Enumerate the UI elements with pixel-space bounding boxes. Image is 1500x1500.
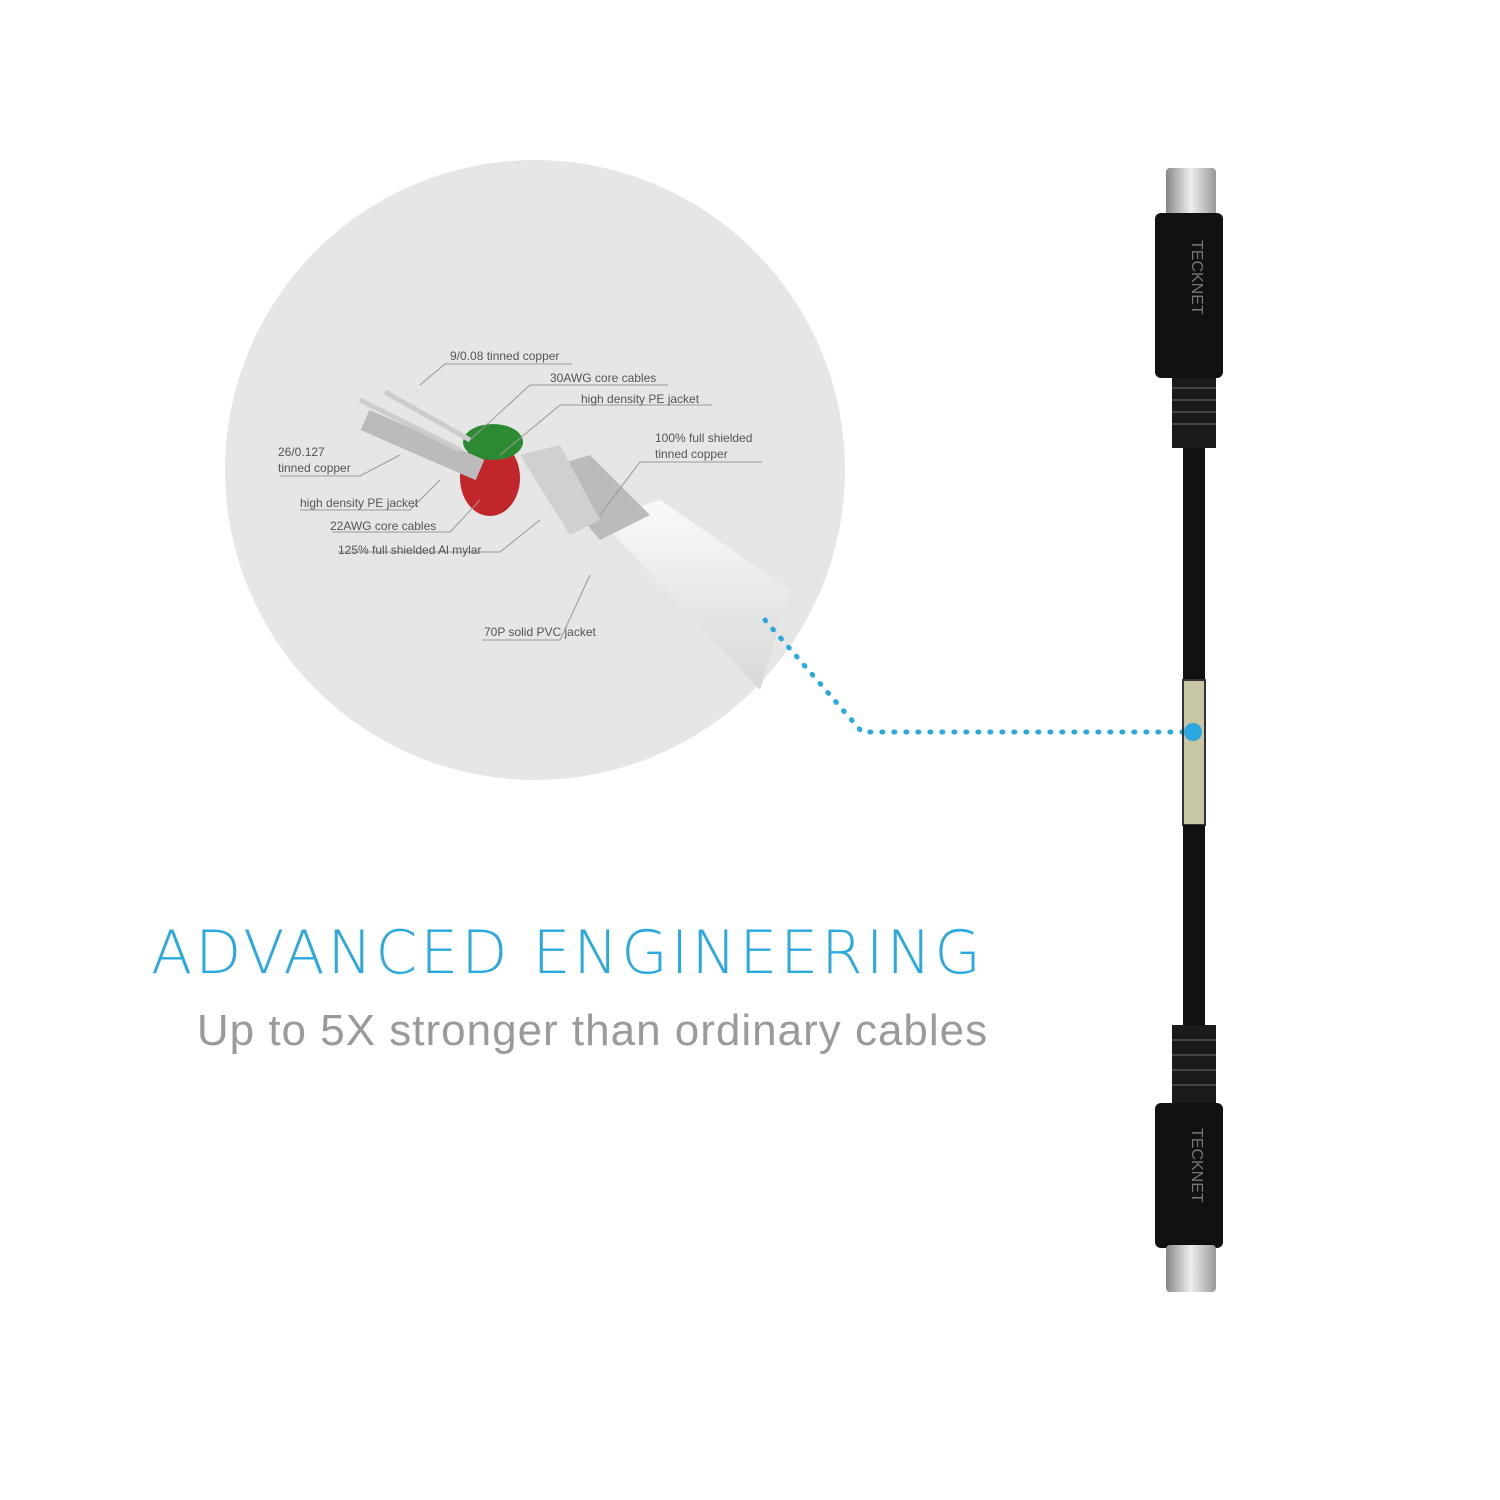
- label-shield-copper-2: tinned copper: [655, 447, 728, 461]
- callout-labels: 9/0.08 tinned copper 30AWG core cables h…: [278, 349, 752, 639]
- label-strand-thick-1: 26/0.127: [278, 445, 325, 459]
- label-mylar: 125% full shielded Al mylar: [338, 543, 481, 557]
- subheadline: Up to 5X stronger than ordinary cables: [196, 1006, 989, 1055]
- label-core-30awg: 30AWG core cables: [550, 371, 656, 385]
- headline: ADVANCED ENGINEERING: [151, 918, 984, 988]
- brand-logo-top: TECKNET: [1188, 240, 1205, 315]
- label-strand-thin: 9/0.08 tinned copper: [450, 349, 559, 363]
- connector-dot: [1184, 723, 1202, 741]
- label-strand-thick-2: tinned copper: [278, 461, 351, 475]
- dotted-connector-line: [762, 617, 1191, 735]
- cable-cutaway-illustration: [358, 389, 790, 690]
- brand-logo-bottom: TECKNET: [1188, 1128, 1205, 1203]
- label-pe-jacket-left: high density PE jacket: [300, 496, 419, 510]
- label-pe-jacket-top: high density PE jacket: [581, 392, 700, 406]
- usb-c-cable: TECKNET TECKNET: [1155, 168, 1223, 1292]
- label-core-22awg: 22AWG core cables: [330, 519, 436, 533]
- callout-lines: [280, 363, 762, 641]
- label-pvc: 70P solid PVC jacket: [484, 625, 597, 639]
- label-shield-copper-1: 100% full shielded: [655, 431, 752, 445]
